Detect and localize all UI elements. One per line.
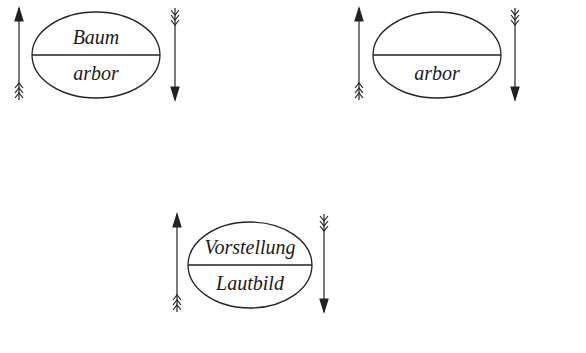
arrow-fletching: [171, 10, 179, 25]
arrow-fletching: [355, 83, 363, 98]
arrow-shaft: [323, 214, 324, 312]
arrow-head: [15, 8, 23, 21]
arrow-shaft: [176, 214, 177, 312]
ellipse-half: Vorstellung: [187, 221, 313, 265]
arrow-shaft: [18, 8, 19, 100]
arrow-shaft: [174, 8, 175, 100]
arrow-head: [173, 214, 181, 227]
arrow-head: [171, 87, 179, 100]
arrow-head: [511, 87, 519, 100]
ellipse-half: Lautbild: [187, 265, 313, 309]
ellipse-half: arbor: [31, 55, 161, 99]
arrow-set: [15, 8, 519, 312]
ellipse-outline: [31, 11, 161, 99]
signifier-text: Lautbild: [216, 272, 284, 294]
ellipse-outline: [372, 11, 502, 99]
arrow-head: [355, 8, 363, 21]
signifier-text: arbor: [414, 62, 460, 84]
ellipse-outline: [187, 221, 313, 309]
arrow-fletching: [320, 216, 328, 231]
sign-ellipse: VorstellungLautbild: [187, 221, 313, 309]
signified-text: Vorstellung: [204, 236, 295, 258]
ellipse-half: Baum: [31, 11, 161, 55]
arrow-shaft: [514, 8, 515, 100]
signified-text: Baum: [73, 26, 120, 48]
arrow-fletching: [15, 83, 23, 98]
arrow-fletching: [173, 295, 181, 310]
ellipse-half: arbor: [372, 55, 502, 99]
sign-ellipse: Baum arbor: [31, 11, 161, 99]
arrow-fletching: [511, 10, 519, 25]
sign-ellipse: arbor: [372, 11, 502, 99]
arrow-shaft: [358, 8, 359, 100]
arrow-head: [320, 299, 328, 312]
signifier-text: arbor: [73, 62, 119, 84]
